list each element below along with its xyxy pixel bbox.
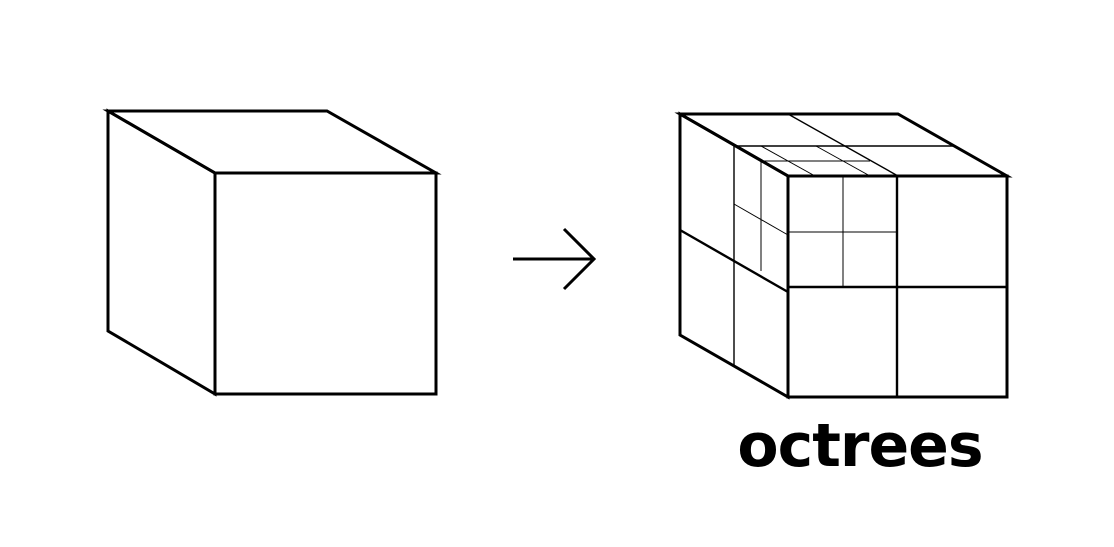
octree-top-face-grid: [734, 113, 953, 177]
plain-cube-front-face: [213, 171, 438, 396]
octree-front-face-grid: [788, 176, 1007, 397]
octree-cube: [674, 111, 1013, 400]
plain-cube: [102, 108, 442, 397]
plain-cube-top-face: [102, 109, 442, 175]
octree-left-face-grid: [679, 146, 789, 366]
right-arrow-icon: [513, 227, 597, 291]
octrees-label: octrees: [737, 411, 983, 481]
plain-cube-left-face: [106, 108, 217, 397]
octree-cube-left-face: [678, 111, 790, 400]
